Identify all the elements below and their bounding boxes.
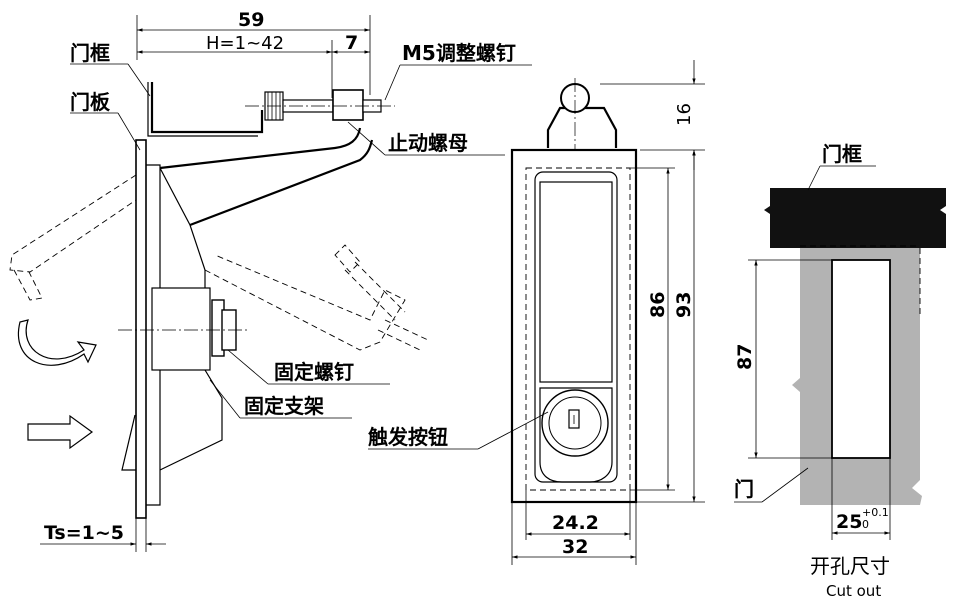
door-frame-text: 门框 xyxy=(70,41,110,65)
dim-86-text: 86 xyxy=(647,292,669,318)
fixing-screw-text: 固定螺钉 xyxy=(274,360,354,384)
dim-32-text: 32 xyxy=(562,536,588,558)
dimension-cutout-height: 87 xyxy=(734,259,832,459)
label-door-panel: 门板 xyxy=(70,90,141,151)
dimension-widths: 24.2 32 xyxy=(511,490,637,565)
door-frame-right-text: 门框 xyxy=(822,142,862,166)
cutout-cn-text: 开孔尺寸 xyxy=(810,554,890,578)
label-door-right: 门 xyxy=(734,467,809,503)
dim-93-text: 93 xyxy=(673,292,695,318)
trigger-button-text: 触发按钮 xyxy=(368,425,448,449)
dim-7-text: 7 xyxy=(345,32,358,54)
door-panel-text: 门板 xyxy=(70,90,111,114)
label-door-frame-right: 门框 xyxy=(807,142,876,191)
dim-59-text: 59 xyxy=(238,9,264,31)
dimension-width-overall: 59 xyxy=(136,9,371,95)
label-door-frame: 门框 xyxy=(70,41,151,97)
label-fixing-bracket: 固定支架 xyxy=(209,379,352,419)
dimension-cutout-width: 25 +0.1 0 xyxy=(831,458,891,540)
side-view: 59 H=1~42 7 xyxy=(9,9,532,552)
label-fixing-screw: 固定螺钉 xyxy=(227,349,390,385)
cutout-en-text: Cut out xyxy=(826,582,881,600)
dimension-plate-thickness: Ts=1~5 xyxy=(40,518,166,552)
label-stop-nut: 止动螺母 xyxy=(347,121,505,156)
dim-16-text: 16 xyxy=(674,103,695,126)
dim-87-text: 87 xyxy=(734,344,756,370)
dimension-heights: 86 93 xyxy=(630,150,705,503)
dim-ts-text: Ts=1~5 xyxy=(44,522,124,544)
front-view: 16 86 93 24.2 32 触发按钮 xyxy=(368,60,705,565)
dimension-handle-range: H=1~42 7 xyxy=(137,32,370,98)
adjust-screw-text: M5调整螺钉 xyxy=(402,41,516,65)
dim-25-text: 25 xyxy=(836,511,862,533)
fixing-bracket-text: 固定支架 xyxy=(244,394,324,418)
dim-h-range-text: H=1~42 xyxy=(206,33,284,54)
dim-25-tol-upper: +0.1 xyxy=(862,506,889,519)
cutout-view: 87 25 +0.1 0 门框 门 开孔尺寸 Cut out xyxy=(734,142,946,600)
cutout-caption: 开孔尺寸 Cut out xyxy=(810,554,890,600)
stop-nut-text: 止动螺母 xyxy=(388,131,468,155)
label-adjust-screw: M5调整螺钉 xyxy=(384,41,532,101)
label-trigger-button: 触发按钮 xyxy=(368,411,549,450)
door-right-text: 门 xyxy=(734,477,754,501)
dim-25-tol-lower: 0 xyxy=(862,518,869,531)
dim-24-2-text: 24.2 xyxy=(552,512,599,534)
